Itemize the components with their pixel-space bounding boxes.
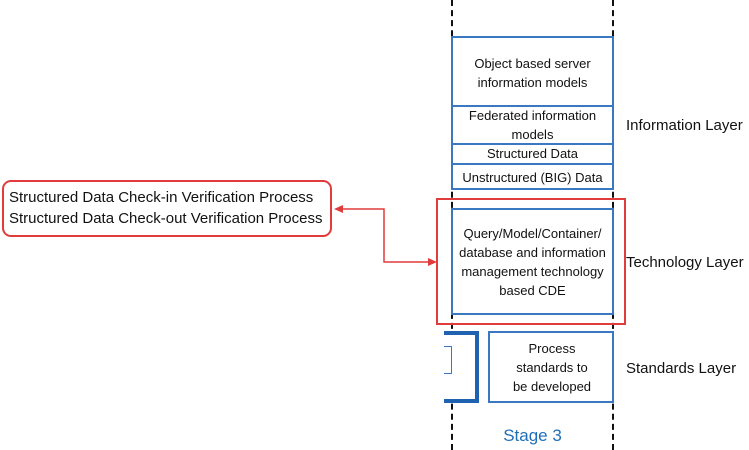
object-based-models-box: Object based server information models [474, 56, 591, 90]
verification-process-callout: Structured Data Check-in Verification Pr… [2, 180, 332, 237]
unstructured-data-box: Unstructured (BIG) Data [462, 169, 603, 185]
technology-box-text: Query/Model/Container/ database and info… [459, 226, 606, 298]
check-in-process-text: Structured Data Check-in Verification Pr… [9, 189, 314, 206]
technology-highlight-frame [436, 198, 626, 325]
stage-label: Stage 3 [503, 426, 562, 445]
federated-models-box: Federated information models [468, 107, 597, 142]
technology-box [451, 208, 614, 315]
information-layer-label: Information Layer [626, 117, 743, 134]
info-divider-2 [451, 143, 614, 145]
standards-bracket [444, 331, 479, 403]
info-divider-1 [451, 105, 614, 107]
standards-layer-label: Standards Layer [626, 360, 737, 377]
structured-data-box: Structured Data [486, 146, 579, 161]
standards-inner-bracket [444, 346, 452, 374]
check-out-process-text: Structured Data Check-out Verification P… [9, 210, 323, 227]
process-standards-box [488, 331, 614, 403]
process-standards-text: Process standards to be developed [512, 340, 592, 394]
info-divider-3 [451, 163, 614, 165]
technology-layer-label: Technology Layer [626, 254, 744, 271]
